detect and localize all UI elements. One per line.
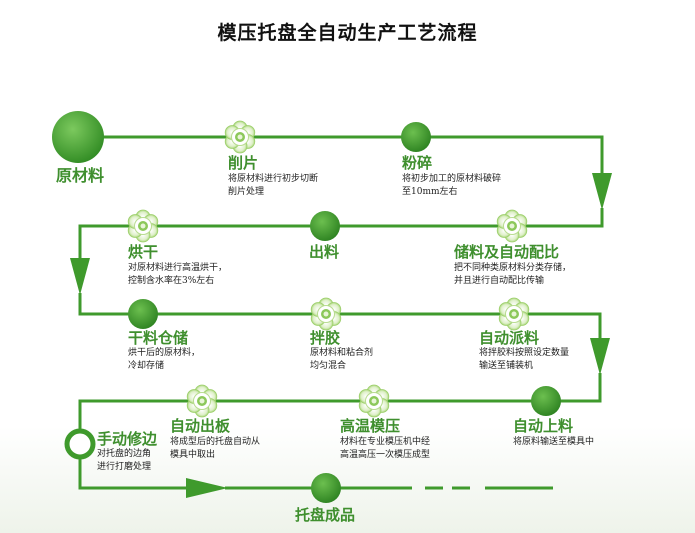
- flow-arrows: [70, 173, 612, 498]
- flower-icon: [358, 384, 390, 418]
- step-desc-press: 材料在专业模压机中经 高温高压一次模压成型: [340, 437, 431, 460]
- step-desc-trim: 对托盘的边角 进行打磨处理: [97, 449, 152, 472]
- circle-icon: [311, 473, 341, 503]
- step-desc-cut: 将原材料进行初步切断 削片处理: [228, 174, 319, 197]
- step-desc-dry: 对原材料进行高温烘干， 控制含水率在3%左右: [128, 263, 228, 286]
- arrow-right-icon: [186, 478, 228, 498]
- step-desc-crush: 将初步加工的原材料破碎 至10mm左右: [402, 174, 502, 197]
- flower-icon: [127, 209, 159, 243]
- flower-icon: [186, 384, 218, 418]
- flower-icon: [310, 297, 342, 331]
- large-circle-icon: [52, 111, 104, 163]
- flower-icon: [498, 297, 530, 331]
- flower-icon: [496, 209, 528, 243]
- arrow-down-icon: [70, 258, 90, 295]
- step-label-dry: 烘干: [128, 243, 159, 261]
- step-label-eject: 自动出板: [170, 417, 231, 435]
- step-label-drystore: 干料仓储: [128, 329, 189, 347]
- circle-icon: [401, 122, 431, 152]
- step-label-raw: 原材料: [56, 166, 105, 185]
- page-title: 模压托盘全自动生产工艺流程: [217, 22, 478, 44]
- circle-icon: [310, 211, 340, 241]
- step-label-press: 高温模压: [340, 417, 401, 435]
- step-desc-dispatch: 将拌胶料按照设定数量 输送至铺装机: [479, 348, 570, 371]
- step-desc-eject: 将成型后的托盘自动从 模具中取出: [170, 437, 261, 460]
- step-label-trim: 手动修边: [97, 430, 158, 448]
- step-label-load: 自动上料: [513, 417, 574, 435]
- ring-icon: [64, 428, 96, 460]
- circle-icon: [531, 386, 561, 416]
- step-label-dispatch: 自动派料: [479, 329, 540, 347]
- flower-icon: [224, 120, 256, 154]
- step-desc-drystore: 烘干后的原材料， 冷却存储: [128, 348, 201, 371]
- arrow-down-icon: [590, 338, 610, 375]
- step-label-store: 储料及自动配比: [454, 243, 560, 261]
- step-desc-store: 把不同种类原材料分类存储， 并且进行自动配比传输: [454, 263, 572, 286]
- step-label-out: 出料: [309, 243, 340, 261]
- step-label-mix: 拌胶: [310, 329, 341, 347]
- step-desc-mix: 原材料和粘合剂 均匀混合: [310, 348, 374, 371]
- circle-icon: [128, 299, 158, 329]
- step-label-cut: 削片: [228, 154, 259, 172]
- nodes: [52, 111, 561, 503]
- arrow-down-icon: [592, 173, 612, 210]
- step-label-crush: 粉碎: [402, 154, 433, 172]
- step-desc-load: 将原料输送至模具中: [513, 437, 595, 447]
- step-label-done: 托盘成品: [295, 506, 356, 524]
